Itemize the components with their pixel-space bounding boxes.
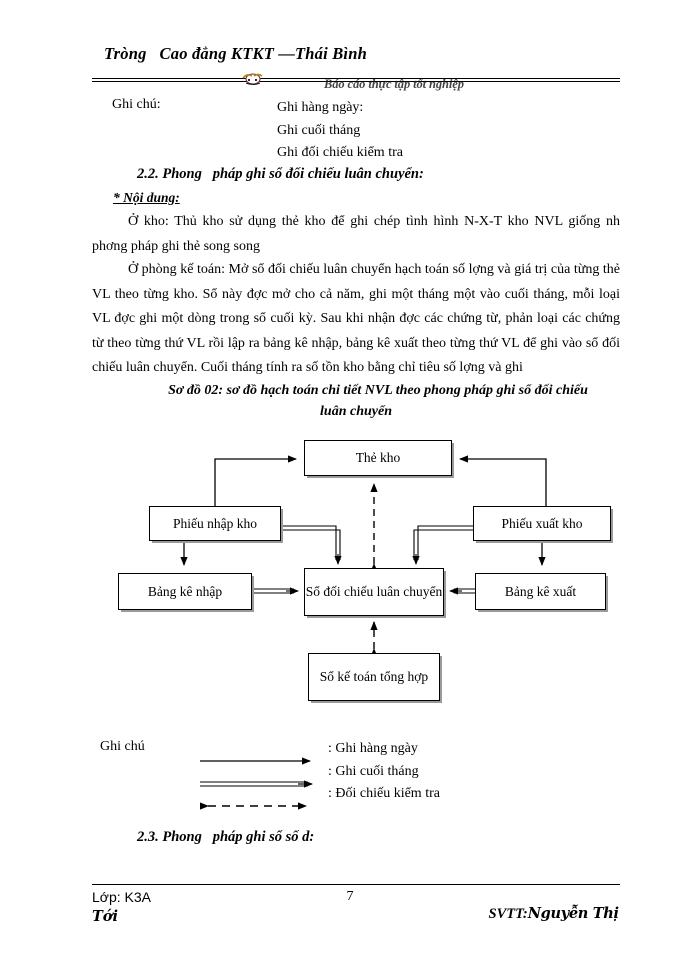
flowchart-connectors [180, 455, 547, 657]
legend-label-list: : Ghi hàng ngày : Ghi cuối tháng : Đối c… [328, 738, 440, 806]
edge-bang-ke-nhap-to-so-doi-chieu [252, 587, 299, 595]
top-note-label: Ghi chú: [112, 97, 161, 112]
legend-label: : Ghi hàng ngày [328, 741, 418, 756]
edge-phieu-xuat-to-so-doi-chieu [412, 525, 473, 565]
legend-title: Ghi chú [100, 739, 145, 754]
top-note-item: Ghi cuối tháng [277, 122, 361, 138]
page-header: Tròng Cao đẳng KTKT —Thái Bình Báo cáo t… [92, 44, 620, 91]
footer-student-name-text: Nguyễn Thị [527, 905, 619, 922]
footer-divider-rule [92, 884, 620, 885]
edge-phieu-xuat-to-the-kho [459, 455, 547, 506]
header-report-title: Báo cáo thực tập tốt nghiệp [324, 77, 464, 91]
top-note-item: Ghi đối chiếu kiểm tra [277, 145, 403, 160]
section-heading-2-2: 2.2. Phong pháp ghi sổ đối chiếu luân ch… [137, 166, 424, 182]
footer-student-prefix: SVTT: [488, 906, 528, 922]
legend-line-samples [200, 757, 313, 810]
footer-page-number: 7 [346, 889, 354, 904]
flowchart-diagram: Thẻ kho Phiếu nhập kho Phiếu xuất kho Bả… [118, 438, 646, 728]
top-note-list: Ghi hàng ngày: Ghi cuối tháng Ghi đối ch… [277, 97, 403, 165]
legend-label: : Đối chiếu kiểm tra [328, 786, 440, 801]
diagram-node-bang-ke-xuat: Bảng kê xuất [475, 573, 606, 610]
edge-bang-ke-xuat-to-so-doi-chieu [449, 587, 475, 595]
header-school-name: Tròng Cao đẳng KTKT —Thái Bình [104, 44, 367, 63]
footer-class-label: Lớp: K3A [92, 889, 151, 905]
legend-label: : Ghi cuối tháng [328, 763, 419, 779]
footer-student-name-tail: Tới [92, 908, 118, 925]
diagram-node-so-ke-toan-tong-hop: Sổ kế toán tổng hợp [308, 653, 440, 701]
diagram-node-bang-ke-nhap: Bảng kê nhập [118, 573, 252, 610]
paragraph-text: Ở kho: Thủ kho sử dụng thẻ kho để ghi ch… [92, 214, 620, 254]
diagram-node-the-kho: Thẻ kho [304, 440, 452, 476]
diagram-node-phieu-nhap-kho: Phiếu nhập kho [149, 506, 281, 541]
footer-student-name: SVTT:Nguyễn Thị [474, 888, 620, 940]
diagram-node-phieu-xuat-kho: Phiếu xuất kho [473, 506, 611, 541]
edge-phieu-nhap-to-the-kho [214, 455, 297, 506]
figure-caption: Sơ đồ 02: sơ đồ hạch toán chi tiết NVL t… [92, 380, 620, 422]
section-heading-2-3: 2.3. Phong pháp ghi sổ số d: [137, 829, 315, 845]
legend-line-double-arrow [200, 780, 313, 788]
subheading-noi-dung: * Nội dung: [113, 190, 180, 205]
diagram-node-so-doi-chieu-luan-chuyen: Sổ đối chiếu luân chuyển [304, 568, 444, 616]
diagram-legend: Ghi chú : Ghi hàng ngày [100, 735, 520, 815]
paragraph-kho: Ở kho: Thủ kho sử dụng thẻ kho để ghi ch… [92, 210, 620, 259]
figure-caption-line-2: luân chuyển [320, 404, 392, 419]
figure-caption-line-1: Sơ đồ 02: sơ đồ hạch toán chi tiết NVL t… [168, 383, 588, 398]
top-note-item: Ghi hàng ngày: [277, 100, 364, 115]
paragraph-phong-ke-toan: Ở phòng kế toán: Mở sổ đối chiếu luân ch… [92, 258, 620, 381]
edge-phieu-nhap-to-so-doi-chieu [281, 525, 342, 565]
paragraph-text: Ở phòng kế toán: Mở sổ đối chiếu luân ch… [92, 262, 620, 375]
header-divider-rule [92, 78, 620, 82]
